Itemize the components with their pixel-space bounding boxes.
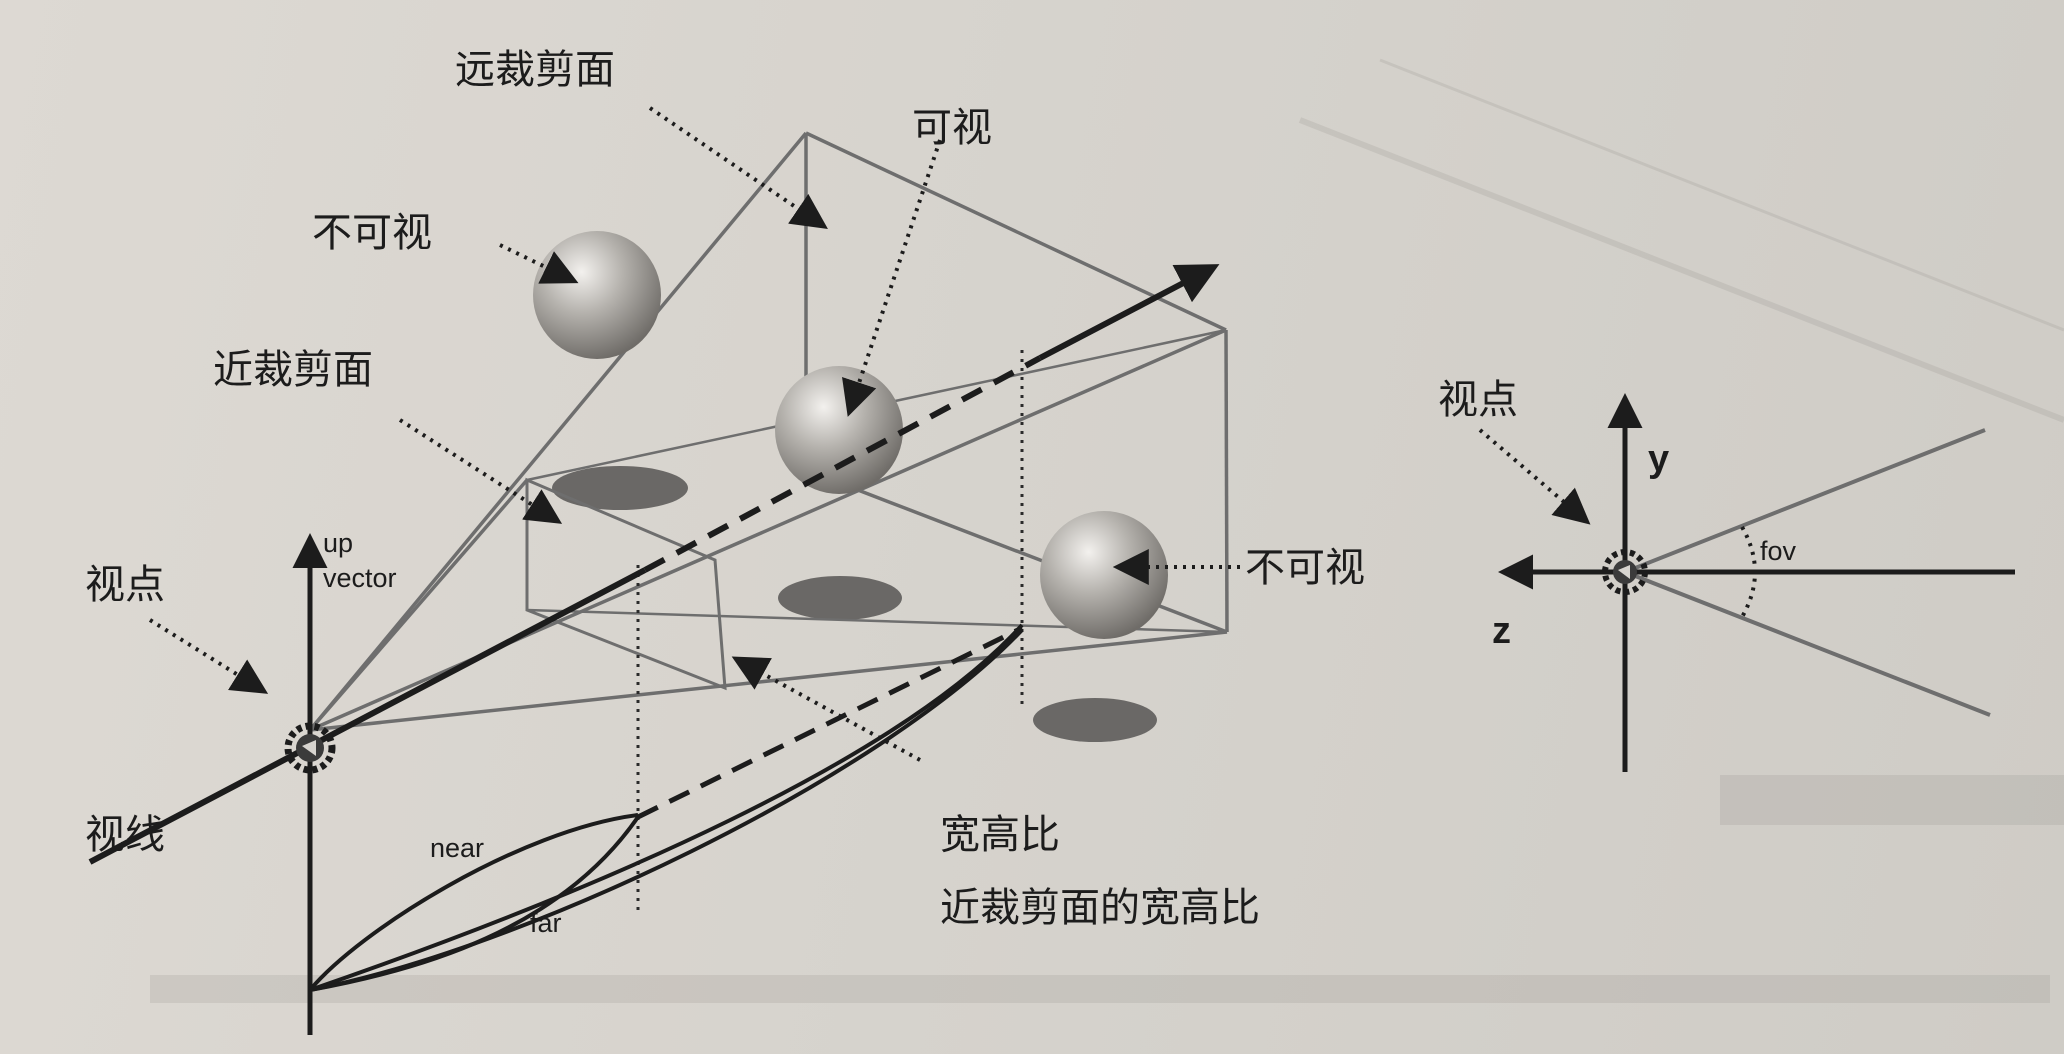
near-plane-label: 近裁剪面 — [213, 347, 373, 393]
invisible-sphere-right — [1040, 511, 1168, 639]
camera-gear-icon — [284, 722, 336, 774]
visible-sphere — [775, 366, 903, 494]
viewpoint-label: 视点 — [85, 562, 165, 608]
side-viewpoint-label: 视点 — [1438, 377, 1518, 423]
shadow-ellipse — [1033, 698, 1157, 742]
far-plane-label: 远裁剪面 — [455, 47, 615, 93]
invisible-label-top: 不可视 — [312, 210, 432, 256]
shadow-ellipse — [552, 466, 688, 510]
axis-y-label: y — [1648, 438, 1670, 480]
axis-z-label: z — [1492, 610, 1511, 652]
fov-label: fov — [1760, 536, 1797, 566]
side-fov-line — [1624, 570, 1991, 717]
distance-braces — [308, 623, 1024, 992]
sight-line — [88, 567, 647, 865]
far-label: far — [530, 908, 562, 938]
sight-line-hidden — [643, 355, 1042, 573]
background-bleed — [150, 58, 2064, 1003]
callout-arrows — [148, 106, 1591, 762]
up-vector-label-line1: up — [323, 528, 354, 558]
side-view — [1498, 393, 2015, 772]
side-fov-line — [1624, 428, 1986, 574]
shadow-ellipse — [778, 576, 902, 620]
fov-angle-arc — [1740, 526, 1757, 618]
sight-line-label: 视线 — [85, 812, 165, 858]
side-camera-gear-icon — [1602, 549, 1648, 595]
view-frustum — [308, 131, 1229, 732]
visible-label: 可视 — [912, 105, 992, 151]
near-plane-aspect-label: 近裁剪面的宽高比 — [940, 885, 1260, 931]
invisible-sphere-top — [533, 231, 661, 359]
near-label: near — [430, 833, 485, 863]
up-vector-label-line2: vector — [323, 563, 397, 593]
invisible-label-right: 不可视 — [1245, 545, 1365, 591]
aspect-label: 宽高比 — [940, 812, 1060, 858]
sight-line-arrow — [1038, 264, 1220, 361]
height-guides — [636, 350, 1024, 910]
